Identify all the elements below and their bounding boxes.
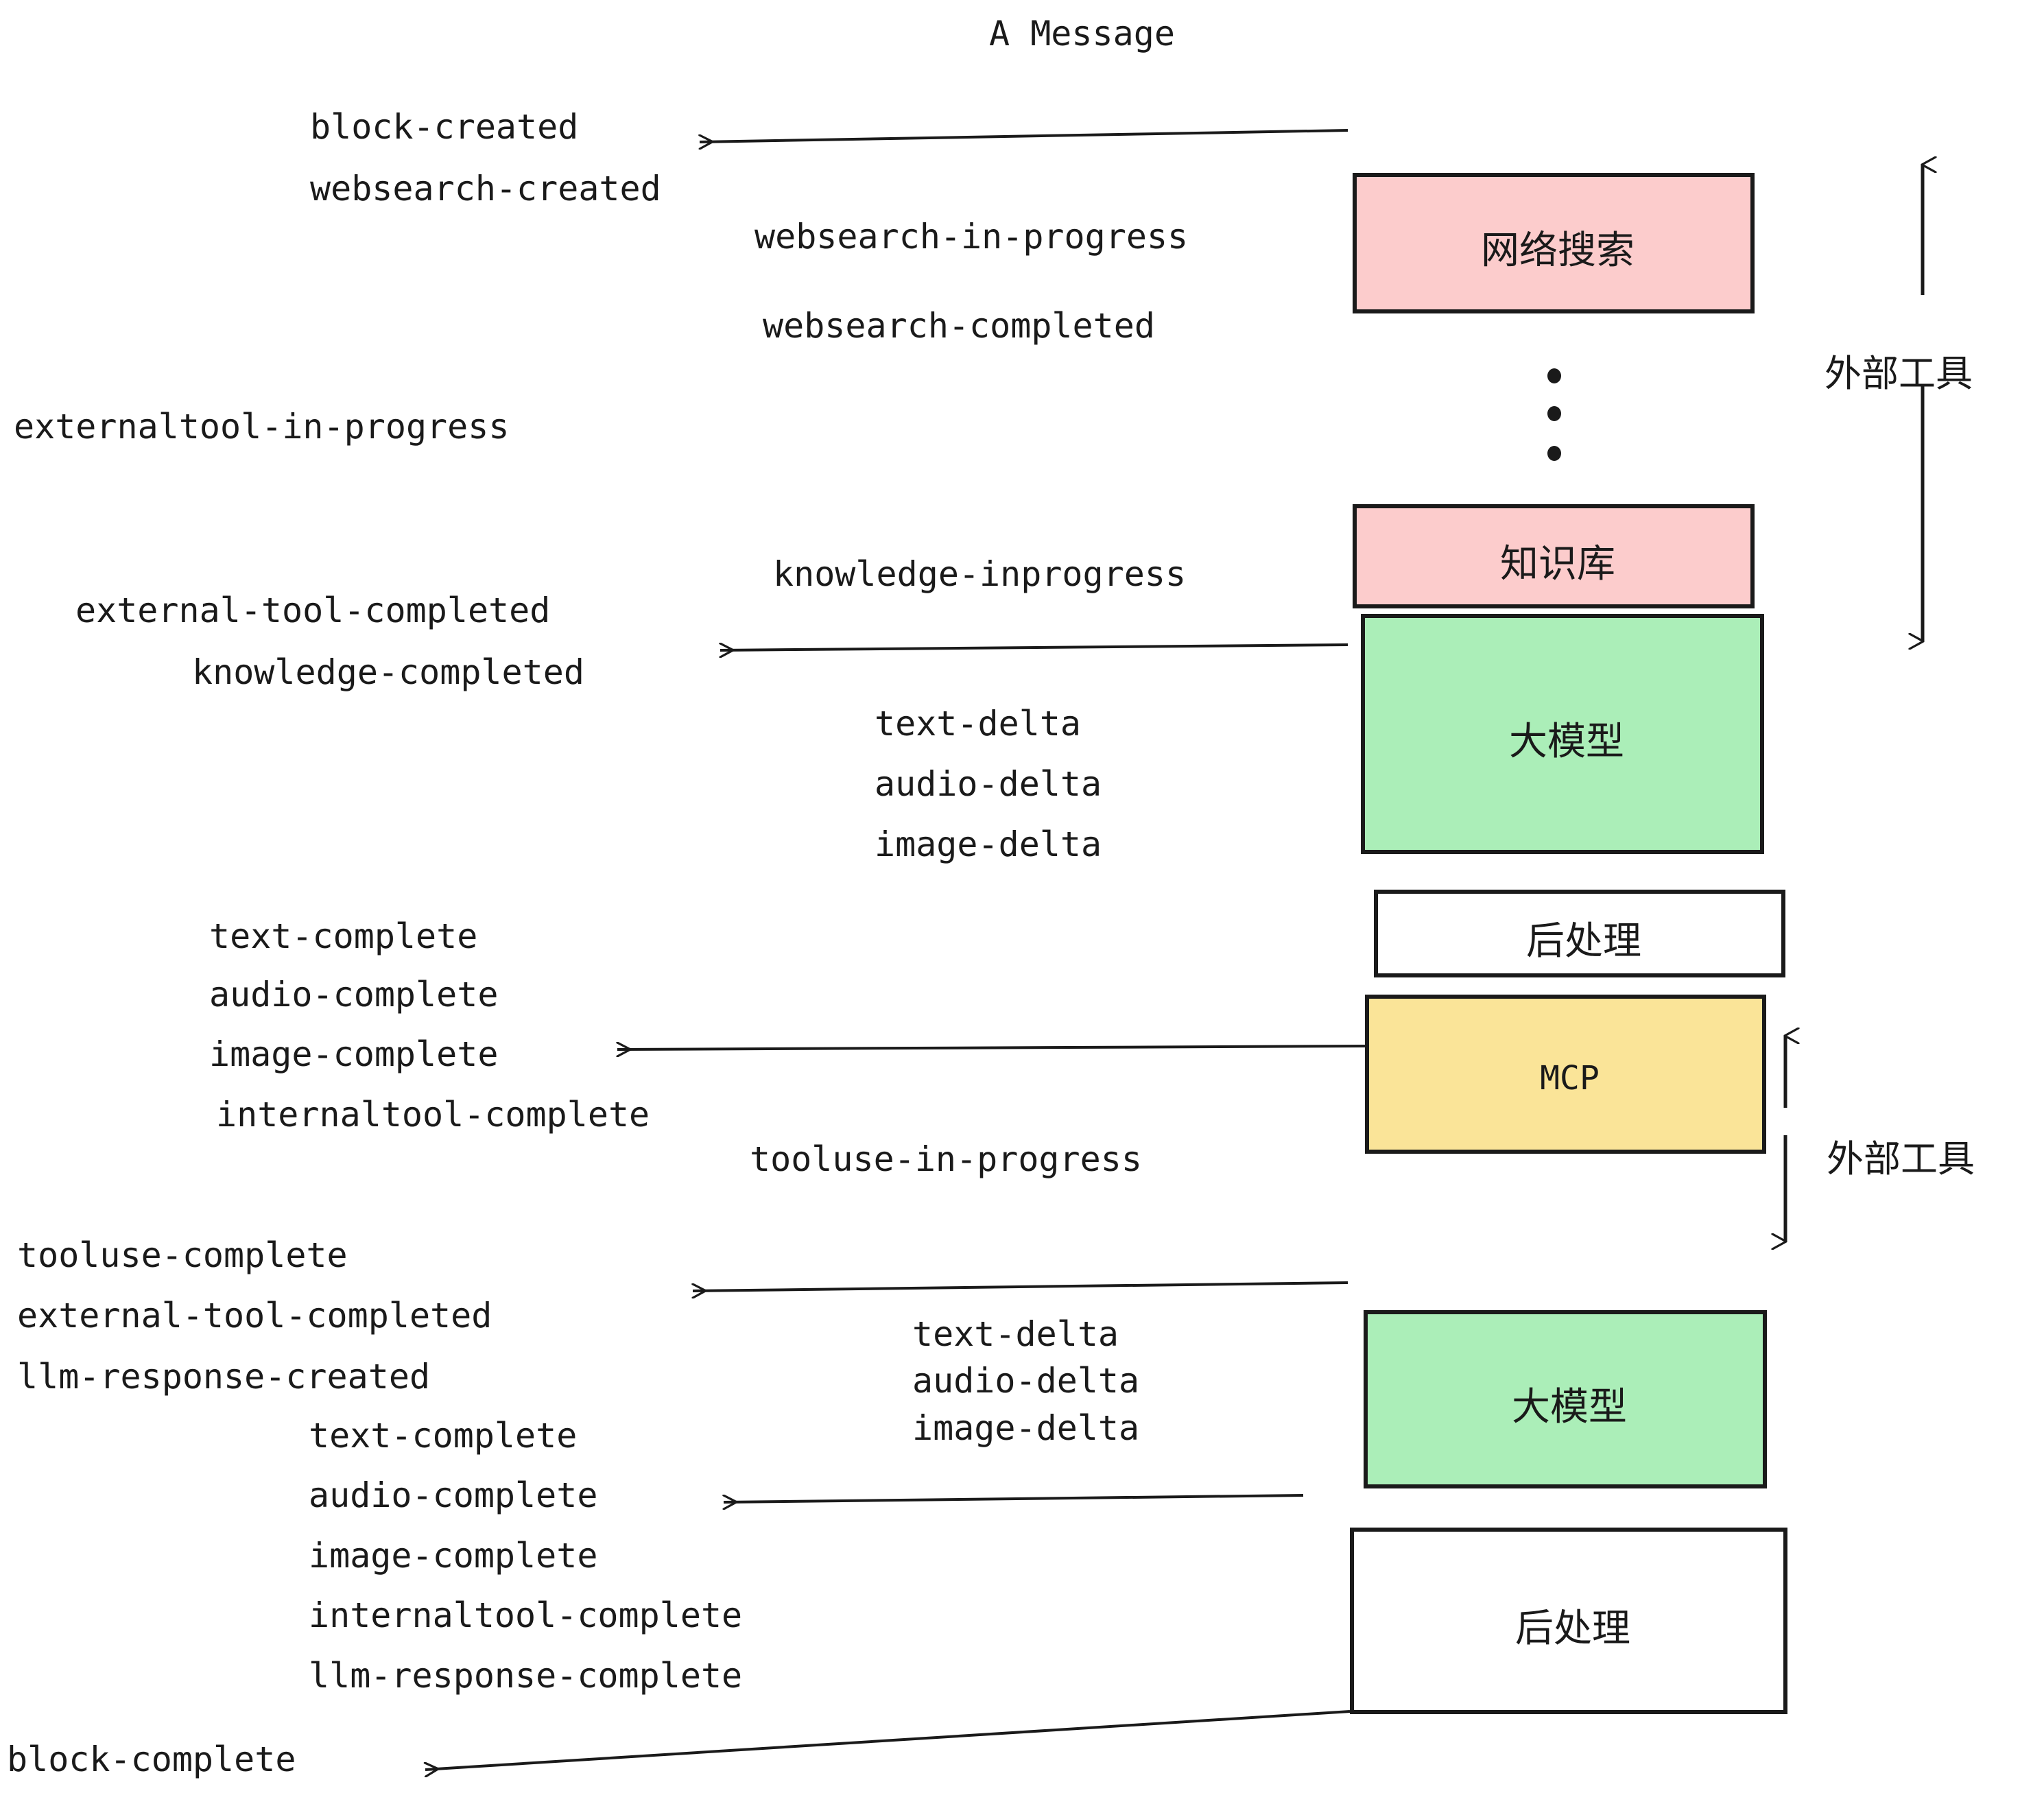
external-tool-arrow-group bbox=[1785, 165, 1923, 1242]
event-label-knowledge-completed: knowledge-completed bbox=[192, 652, 584, 692]
arrow-audio-complete bbox=[724, 1494, 1304, 1502]
node-websearch[interactable]: 网络搜索 bbox=[1353, 173, 1755, 313]
event-label-audio-complete-1: audio-complete bbox=[209, 975, 499, 1014]
node-postprocess-2[interactable]: 后处理 bbox=[1350, 1528, 1787, 1714]
event-label-websearch-completed: websearch-completed bbox=[763, 306, 1155, 346]
event-label-tooluse-in-progress: tooluse-in-progress bbox=[750, 1139, 1142, 1179]
node-label-knowledge: 知识库 bbox=[1500, 541, 1615, 586]
node-llm-2[interactable]: 大模型 bbox=[1364, 1310, 1767, 1488]
event-label-websearch-in-progress: websearch-in-progress bbox=[754, 217, 1189, 257]
arrow-image-complete bbox=[617, 1046, 1369, 1049]
ellipsis-dot bbox=[1547, 406, 1561, 421]
node-label-postprocess-2: 后处理 bbox=[1515, 1606, 1630, 1651]
event-label-text-complete-1: text-complete bbox=[209, 916, 478, 956]
event-label-tooluse-complete: tooluse-complete bbox=[17, 1235, 348, 1275]
ellipsis-dot bbox=[1547, 368, 1561, 383]
diagram-title: A Message bbox=[989, 14, 1175, 54]
ellipsis-dot bbox=[1547, 446, 1561, 461]
event-label-external-tool-completed-1: external-tool-completed bbox=[75, 591, 551, 630]
event-label-llm-response-created: llm-response-created bbox=[17, 1357, 431, 1397]
event-label-text-complete-2: text-complete bbox=[309, 1416, 578, 1456]
node-label-llm-1: 大模型 bbox=[1509, 719, 1624, 764]
arrow-knowledge-done bbox=[720, 645, 1348, 650]
event-label-text-delta-2: text-delta bbox=[912, 1314, 1119, 1354]
event-label-image-complete-2: image-complete bbox=[309, 1536, 598, 1576]
arrow-block-created bbox=[700, 129, 1348, 142]
event-label-llm-response-complete: llm-response-complete bbox=[309, 1656, 743, 1696]
event-label-image-complete-1: image-complete bbox=[209, 1034, 499, 1074]
event-label-image-delta-2: image-delta bbox=[912, 1408, 1140, 1448]
arrow-block-complete bbox=[425, 1710, 1351, 1770]
arrow-tooluse-complete bbox=[693, 1281, 1348, 1291]
node-label-websearch: 网络搜索 bbox=[1481, 228, 1635, 273]
node-mcp[interactable]: MCP bbox=[1365, 995, 1766, 1154]
event-label-internaltool-complete-2: internaltool-complete bbox=[309, 1595, 743, 1635]
node-label-postprocess-1: 后处理 bbox=[1526, 918, 1641, 964]
node-llm-1[interactable]: 大模型 bbox=[1361, 614, 1764, 854]
node-knowledge[interactable]: 知识库 bbox=[1353, 504, 1755, 608]
flow-arrow-group bbox=[425, 129, 1369, 1770]
event-label-block-complete: block-complete bbox=[7, 1740, 296, 1779]
node-label-mcp: MCP bbox=[1540, 1059, 1600, 1097]
event-label-websearch-created: websearch-created bbox=[310, 169, 661, 209]
event-label-audio-delta-1: audio-delta bbox=[875, 764, 1102, 804]
side-label-external-tool-top: 外部工具 bbox=[1825, 352, 1973, 395]
node-label-llm-2: 大模型 bbox=[1512, 1384, 1627, 1429]
side-label-external-tool-bottom: 外部工具 bbox=[1827, 1137, 1975, 1180]
event-label-externaltool-in-progress: externaltool-in-progress bbox=[14, 407, 510, 447]
event-label-knowledge-inprogress: knowledge-inprogress bbox=[773, 554, 1187, 594]
event-label-block-created: block-created bbox=[310, 107, 579, 147]
event-label-audio-complete-2: audio-complete bbox=[309, 1475, 598, 1515]
event-label-external-tool-completed-2: external-tool-completed bbox=[17, 1296, 492, 1336]
event-label-text-delta-1: text-delta bbox=[875, 704, 1082, 744]
event-label-image-delta-1: image-delta bbox=[875, 824, 1102, 864]
event-label-internaltool-complete-1: internaltool-complete bbox=[216, 1095, 650, 1135]
event-label-audio-delta-2: audio-delta bbox=[912, 1361, 1140, 1401]
node-postprocess-1[interactable]: 后处理 bbox=[1374, 890, 1785, 977]
